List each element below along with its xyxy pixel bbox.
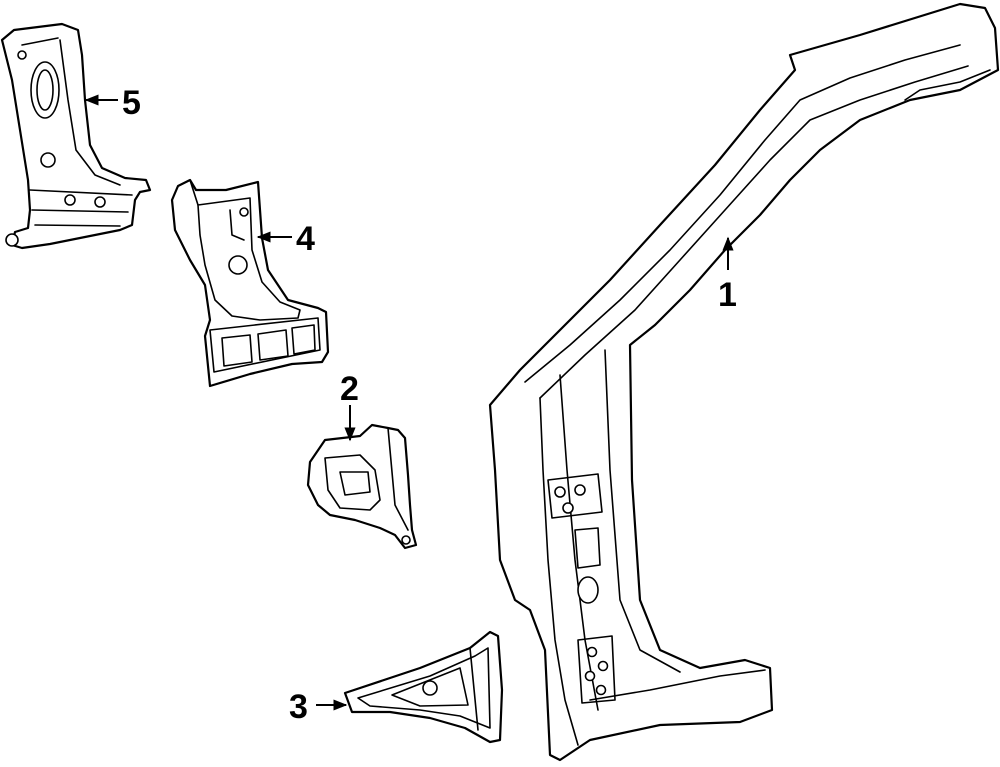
part-5-inner-pillar[interactable] xyxy=(0,22,152,250)
part-3-gusset[interactable] xyxy=(343,630,504,744)
callout-1: 1 xyxy=(718,276,737,314)
part-2-bracket[interactable] xyxy=(306,423,418,550)
callout-3: 3 xyxy=(289,688,308,726)
part-4-reinforcement[interactable] xyxy=(170,178,330,388)
callout-2: 2 xyxy=(340,370,359,408)
part-1-hinge-pillar[interactable] xyxy=(488,2,1000,762)
callout-4: 4 xyxy=(296,220,315,258)
callout-5: 5 xyxy=(122,84,141,122)
